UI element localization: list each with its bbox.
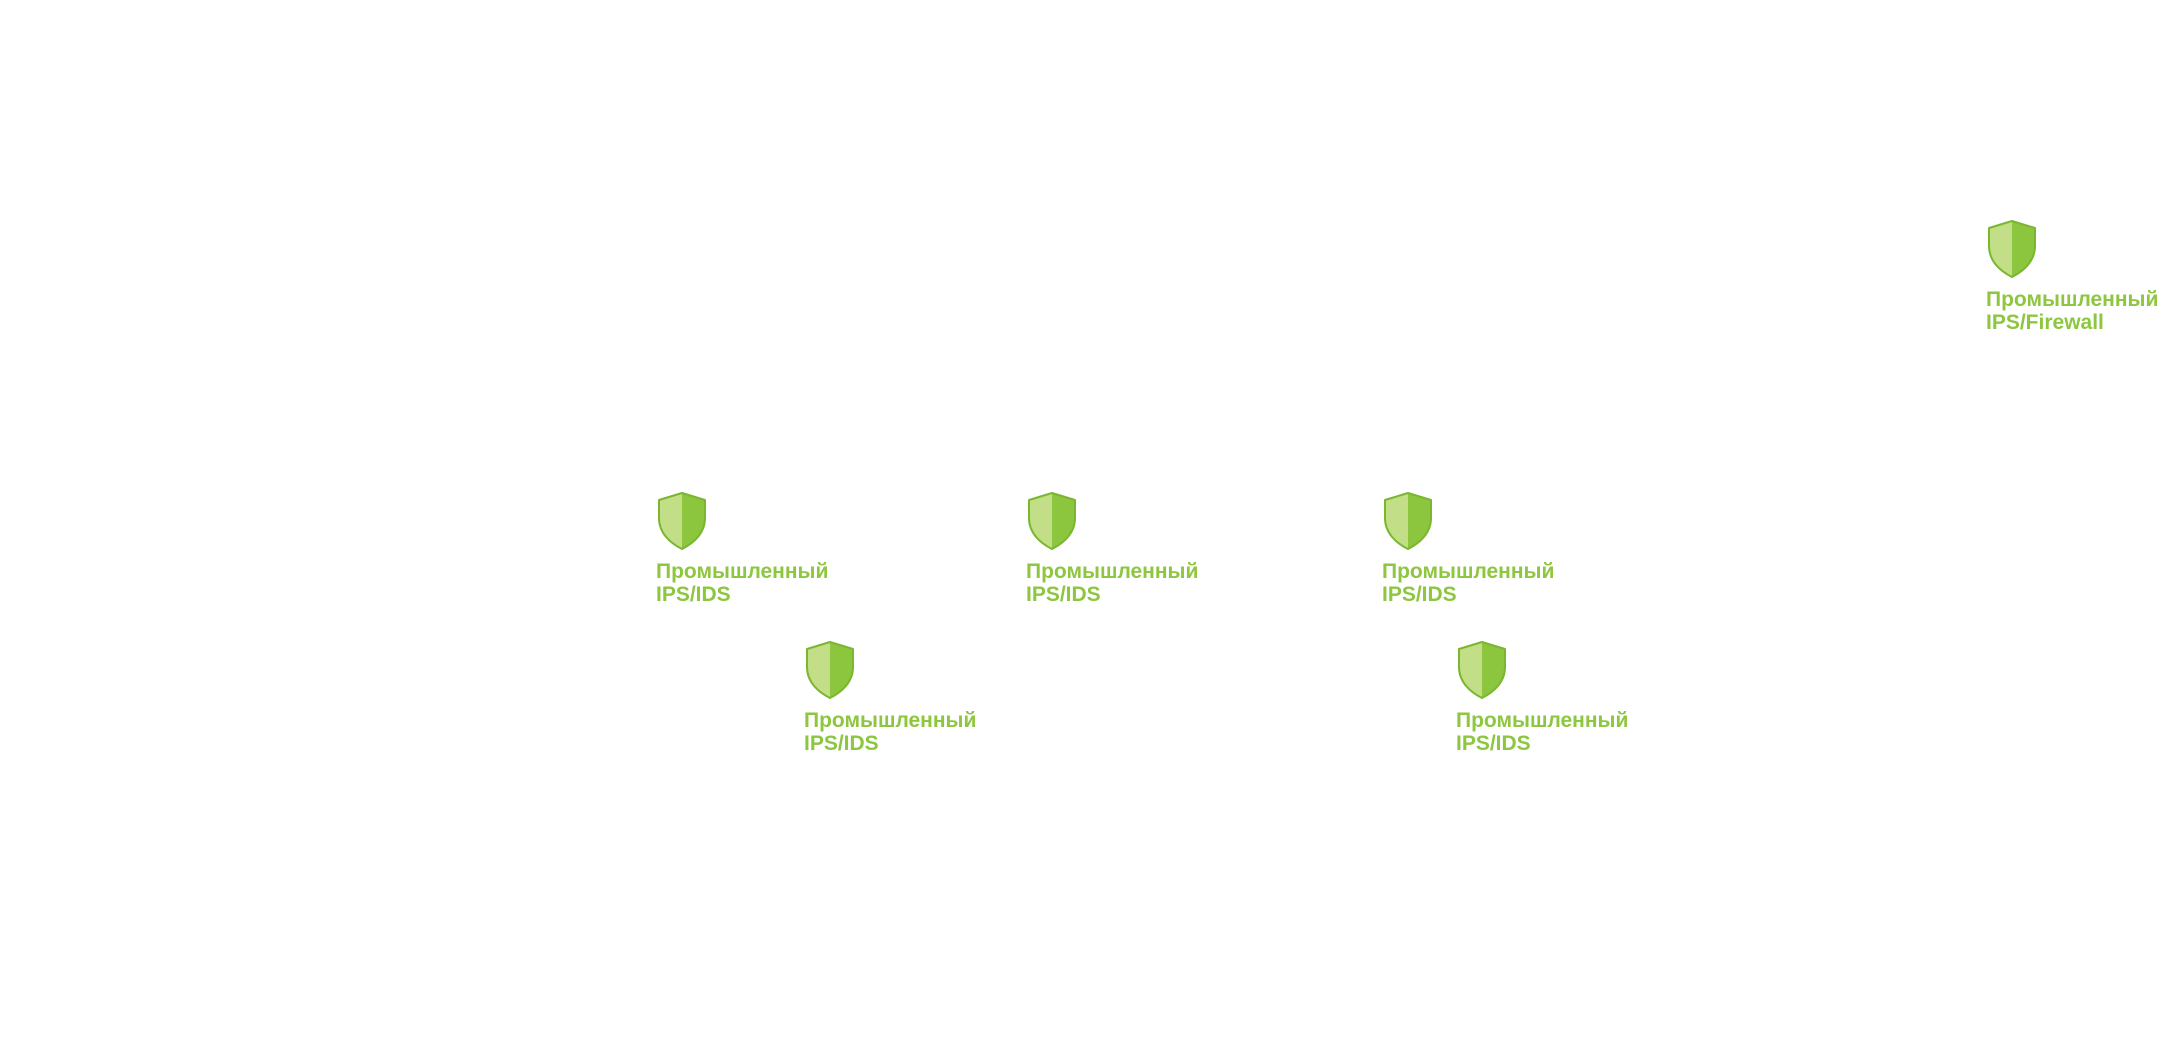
node-label-line1: Промышленный xyxy=(1382,560,1555,583)
node-label: Промышленный IPS/Firewall xyxy=(1986,288,2158,334)
node-ips-ids: Промышленный IPS/IDS xyxy=(804,641,976,755)
node-ips-ids: Промышленный IPS/IDS xyxy=(1456,641,1628,755)
node-label-line1: Промышленный xyxy=(1026,560,1199,583)
shield-icon xyxy=(1028,492,1076,550)
node-label: Промышленный IPS/IDS xyxy=(1382,560,1554,606)
node-label-line1: Промышленный xyxy=(804,709,977,732)
node-label-line1: Промышленный xyxy=(656,560,829,583)
node-label-line2: IPS/IDS xyxy=(804,732,879,755)
node-label-line1: Промышленный xyxy=(1986,288,2159,311)
node-label-line2: IPS/IDS xyxy=(656,583,731,606)
node-ips-firewall: Промышленный IPS/Firewall xyxy=(1986,220,2158,334)
shield-icon xyxy=(806,641,854,699)
node-label-line2: IPS/IDS xyxy=(1456,732,1531,755)
shield-icon xyxy=(1988,220,2036,278)
node-ips-ids: Промышленный IPS/IDS xyxy=(1026,492,1198,606)
node-label: Промышленный IPS/IDS xyxy=(804,709,976,755)
node-label-line2: IPS/IDS xyxy=(1382,583,1457,606)
node-label-line2: IPS/Firewall xyxy=(1986,311,2104,334)
node-label: Промышленный IPS/IDS xyxy=(1026,560,1198,606)
node-label-line2: IPS/IDS xyxy=(1026,583,1101,606)
shield-icon xyxy=(1458,641,1506,699)
node-ips-ids: Промышленный IPS/IDS xyxy=(1382,492,1554,606)
node-label: Промышленный IPS/IDS xyxy=(1456,709,1628,755)
node-label: Промышленный IPS/IDS xyxy=(656,560,828,606)
shield-icon xyxy=(1384,492,1432,550)
node-ips-ids: Промышленный IPS/IDS xyxy=(656,492,828,606)
shield-icon xyxy=(658,492,706,550)
node-label-line1: Промышленный xyxy=(1456,709,1629,732)
